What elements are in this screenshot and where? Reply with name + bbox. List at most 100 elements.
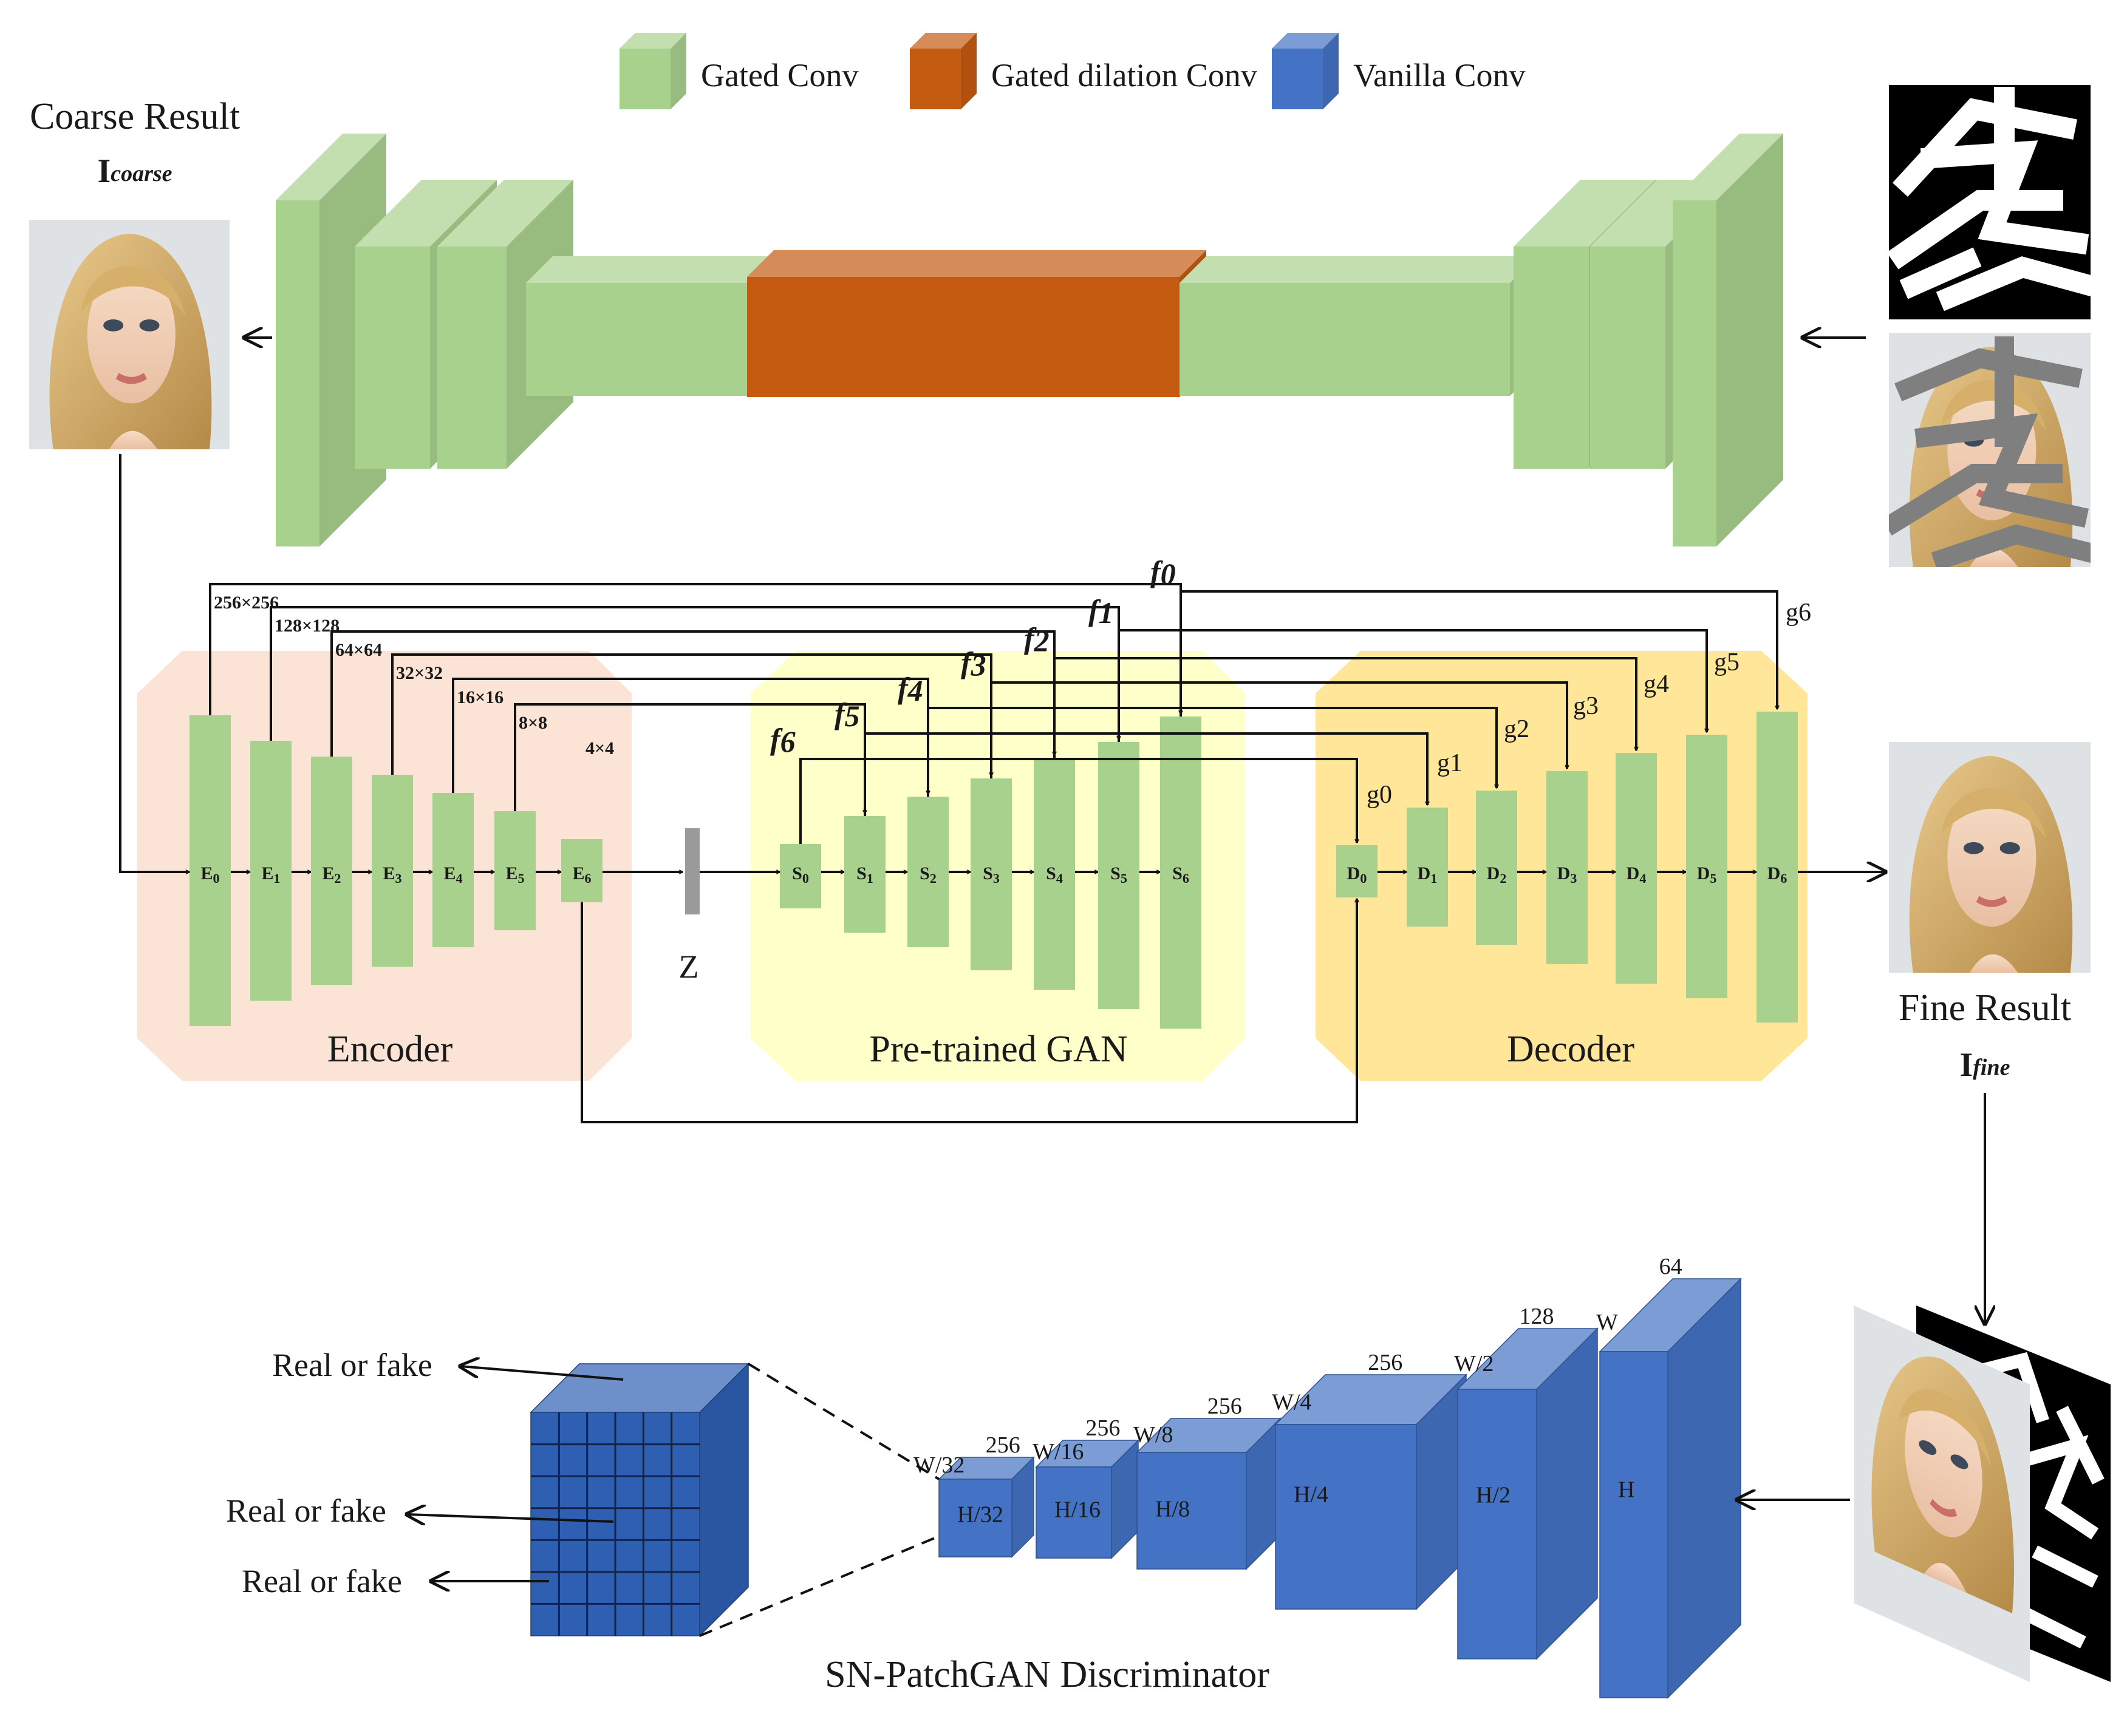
- coarse-block-15: [1673, 134, 1783, 546]
- legend-swatch-1: [620, 33, 686, 109]
- g-label-0: g0: [1367, 781, 1392, 809]
- patch-cube-side: [699, 1363, 749, 1637]
- encoder-label-5: E5: [505, 863, 524, 886]
- gan-label-1: S1: [856, 863, 873, 886]
- disc-height-label-1: H/32: [957, 1502, 1003, 1527]
- coarse-block-6-top: [747, 250, 882, 277]
- encoder-label-6: E6: [572, 863, 591, 886]
- real-fake-label-2: Real or fake: [226, 1493, 386, 1529]
- f-connection-3: [990, 681, 1567, 778]
- legend-swatch-1-front: [620, 49, 671, 109]
- decoder-label-5: D5: [1697, 863, 1717, 886]
- encoder-label-0: E0: [200, 863, 219, 886]
- coarse-block-15-side: [1716, 134, 1783, 546]
- coarse-block-5-top: [635, 256, 774, 283]
- decoder-block-4: [1616, 753, 1657, 984]
- disc-block-3: [1136, 1417, 1282, 1570]
- disc-width-label-2: W/16: [1033, 1439, 1084, 1465]
- encoder-label: Encoder: [327, 1029, 453, 1070]
- decoder-label-6: D6: [1767, 863, 1787, 886]
- legend-swatch-2-front: [910, 49, 961, 109]
- gan-label-4: S4: [1046, 863, 1063, 886]
- latent-z-bar: [685, 828, 700, 914]
- gan-block-2: [907, 797, 949, 947]
- resolution-label-3: 32×32: [396, 663, 443, 683]
- encoder-label-4: E4: [443, 863, 462, 886]
- f-connection-1: [1118, 629, 1707, 742]
- gan-label-6: S6: [1172, 863, 1189, 886]
- disc-block-5-front: [1457, 1389, 1537, 1659]
- decoder-label-1: D1: [1418, 863, 1438, 886]
- legend-swatch-1-top: [620, 33, 686, 49]
- coarse-block-14-front: [1590, 247, 1665, 469]
- discriminator-face-image: [1854, 1305, 2030, 1682]
- disc-width-label-6: W: [1596, 1310, 1618, 1335]
- coarse-block-6-front: [747, 277, 855, 397]
- disc-block-6: [1599, 1278, 1742, 1699]
- coarse-block-12-top: [1398, 256, 1537, 283]
- f-connection-5: [864, 732, 1427, 816]
- g-label-2: g2: [1504, 715, 1529, 743]
- gan-block-5: [1098, 742, 1139, 1009]
- disc-height-label-3: H/8: [1155, 1497, 1190, 1522]
- coarse-block-12-front: [1398, 283, 1510, 396]
- encoder-label-2: E2: [322, 863, 341, 886]
- disc-width-label-5: W/2: [1454, 1351, 1494, 1377]
- coarse-block-2-front: [355, 247, 430, 469]
- coarse-block-9-top: [1071, 250, 1206, 277]
- fine-result-image: [1889, 742, 2091, 973]
- coarse-network: [276, 134, 1783, 546]
- encoder-block-1: [250, 741, 292, 1001]
- encoder-block-5: [494, 811, 536, 930]
- gan-block-3: [971, 778, 1012, 970]
- g-label-4: g4: [1644, 670, 1669, 698]
- encoder-block-0: [189, 715, 231, 1026]
- mask-image: [1889, 85, 2091, 319]
- coarse-result-symbol: Icoarse: [97, 152, 172, 190]
- discriminator-title: SN-PatchGAN Discriminator: [825, 1654, 1269, 1695]
- encoder-block-6: [561, 839, 603, 902]
- legend-swatch-3-side: [1323, 33, 1339, 109]
- coarse-block-12: [1398, 256, 1537, 396]
- real-fake-label-3: Real or fake: [242, 1563, 402, 1599]
- coarse-block-1-top: [276, 134, 386, 200]
- disc-channel-label-5: 128: [1520, 1304, 1554, 1329]
- patch-dash-top: [747, 1363, 940, 1480]
- coarse-block-7-front: [855, 277, 963, 397]
- f-label-2: f2: [1024, 621, 1050, 658]
- disc-block-6-side: [1667, 1278, 1741, 1699]
- coarse-block-9-front: [1071, 277, 1180, 397]
- coarse-block-7-top: [855, 250, 990, 277]
- disc-channel-label-2: 256: [1085, 1415, 1120, 1441]
- decoder-label-3: D3: [1557, 863, 1577, 886]
- disc-height-label-2: H/16: [1054, 1497, 1101, 1523]
- legend-label-2: Gated dilation Conv: [991, 57, 1257, 94]
- coarse-block-11-front: [1289, 283, 1401, 396]
- legend-swatch-3-top: [1272, 33, 1339, 49]
- disc-block-1: [938, 1456, 1035, 1558]
- disc-block-4: [1274, 1373, 1467, 1610]
- coarse-block-5-front: [635, 283, 747, 396]
- legend-label-1: Gated Conv: [701, 57, 858, 94]
- resolution-label-2: 64×64: [335, 640, 382, 660]
- g-label-5: g5: [1714, 648, 1739, 676]
- disc-block-2-front: [1036, 1466, 1112, 1559]
- disc-channel-label-1: 256: [986, 1432, 1020, 1458]
- masked-face-image: [1889, 333, 2091, 567]
- encoder-block-3: [372, 775, 413, 967]
- legend-swatch-3: [1272, 33, 1339, 109]
- coarse-block-11-top: [1289, 256, 1427, 283]
- legend-swatch-2-top: [910, 33, 977, 49]
- latent-z-label: Z: [679, 948, 699, 985]
- resolution-label-6: 4×4: [586, 738, 614, 758]
- disc-height-label-6: H: [1618, 1477, 1634, 1502]
- f-label-1: f1: [1088, 593, 1114, 630]
- gan-label-2: S2: [920, 863, 937, 886]
- coarse-block-8-front: [963, 277, 1071, 397]
- f-label-0: f0: [1150, 554, 1176, 591]
- disc-channel-label-3: 256: [1207, 1394, 1242, 1419]
- decoder-label-0: D0: [1347, 863, 1367, 886]
- decoder-block-1: [1407, 808, 1448, 927]
